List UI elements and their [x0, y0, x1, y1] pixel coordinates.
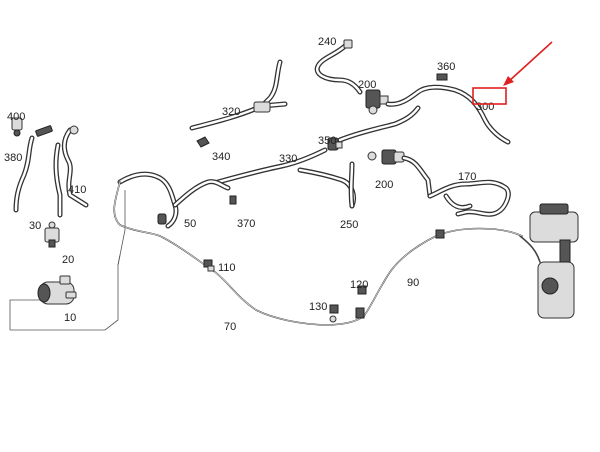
callout-c70: 70 — [224, 321, 236, 333]
bracket-part-20 — [44, 221, 60, 248]
callout-c200b: 200 — [375, 179, 393, 191]
callout-c350: 350 — [318, 135, 336, 147]
callout-c90: 90 — [407, 277, 419, 289]
callout-c360: 360 — [437, 61, 455, 73]
callout-c20: 20 — [62, 254, 74, 266]
pump-part-10 — [37, 275, 77, 305]
reservoir-part — [519, 203, 579, 319]
right-assembly — [427, 179, 579, 319]
valve-part-200-upper — [365, 89, 389, 115]
callout-c370: 370 — [237, 218, 255, 230]
callout-c380: 380 — [4, 152, 22, 164]
long-lines — [113, 181, 523, 326]
callout-c130: 130 — [309, 301, 327, 313]
callout-c170: 170 — [458, 171, 476, 183]
callout-c300: 300 — [476, 101, 494, 113]
callout-c120: 120 — [350, 279, 368, 291]
clip-part-110 — [203, 259, 215, 272]
left-assembly — [9, 117, 126, 331]
callout-c410: 410 — [68, 184, 86, 196]
callout-c250: 250 — [340, 219, 358, 231]
callout-c50: 50 — [184, 218, 196, 230]
clamp-part-350 — [327, 137, 343, 151]
clip-part-130 — [329, 304, 339, 323]
callout-c30: 30 — [29, 220, 41, 232]
plug-part-400 — [11, 117, 23, 137]
callout-c340: 340 — [212, 151, 230, 163]
callout-c200a: 200 — [358, 79, 376, 91]
callout-c10: 10 — [64, 312, 76, 324]
valve-part-200-lower — [367, 149, 405, 165]
callout-c320: 320 — [222, 106, 240, 118]
clip-part-120 — [357, 285, 367, 295]
callout-c400: 400 — [7, 111, 25, 123]
middle-hoses — [117, 171, 237, 229]
highlight-arrow — [503, 41, 553, 86]
callout-c110: 110 — [218, 262, 236, 274]
highlight-box — [472, 87, 507, 105]
upper-hoses — [189, 39, 511, 209]
callout-labels: 240 360 200 300 400 320 350 380 340 330 170 200 410 5… — [4, 36, 494, 333]
callout-c240: 240 — [318, 36, 336, 48]
callout-c330: 330 — [279, 153, 297, 165]
